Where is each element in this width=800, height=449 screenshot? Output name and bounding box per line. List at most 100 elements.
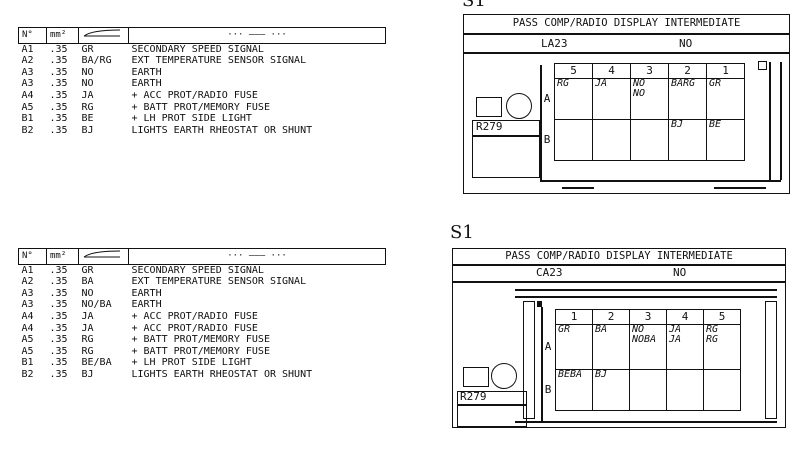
wire-number: A3 — [21, 287, 34, 299]
wire-function: LIGHTS EARTH RHEOSTAT OR SHUNT — [131, 368, 313, 380]
wire-section: .35 — [49, 345, 68, 357]
pin-cell: BA — [592, 324, 630, 370]
frame-line — [780, 62, 782, 180]
col-header-connection: ··· ——— ··· — [128, 27, 386, 44]
wire-function: EXT TEMPERATURE SENSOR SIGNAL — [131, 55, 307, 67]
wire-number: A1 — [21, 43, 34, 55]
pin-cell: BJ — [592, 369, 630, 411]
pin-cell — [630, 119, 669, 161]
wire-color: RG — [81, 101, 94, 113]
wire-section: .35 — [49, 334, 68, 346]
connector-2-diagram: PASS COMP/RADIO DISPLAY INTERMEDIATE CA2… — [452, 248, 786, 428]
wire-section: .35 — [49, 368, 68, 380]
wire-color: BE — [81, 113, 94, 125]
corner-marker — [537, 301, 542, 307]
col-header-section: mm² — [46, 248, 79, 265]
pin-cell: BEBA — [555, 369, 593, 411]
wire-section: .35 — [49, 113, 68, 125]
connector-2-ref: R279 — [460, 390, 487, 403]
wire-function: + LH PROT SIDE LIGHT — [131, 357, 252, 369]
wire-section: .35 — [49, 66, 68, 78]
connector-1-label: S1 — [462, 0, 486, 11]
grid-corner — [540, 63, 555, 79]
connector-1-title: PASS COMP/RADIO DISPLAY INTERMEDIATE — [512, 17, 741, 29]
wire-section: .35 — [49, 310, 68, 322]
component-block — [457, 391, 527, 427]
wire-function: SECONDARY SPEED SIGNAL — [131, 43, 264, 55]
wire-color: GR — [81, 264, 94, 276]
latch-right — [714, 187, 766, 189]
table-row: B1 .35 BE + LH PROT SIDE LIGHT — [19, 113, 386, 125]
wire-function: SECONDARY SPEED SIGNAL — [131, 264, 264, 276]
pin-column-0: 5 — [554, 63, 593, 79]
wire-number: B1 — [21, 113, 34, 125]
wire-function: + ACC PROT/RADIO FUSE — [131, 322, 258, 334]
wire-icon — [83, 29, 121, 37]
wire-color: JA — [81, 322, 94, 334]
wire-function: + BATT PROT/MEMORY FUSE — [131, 345, 270, 357]
wire-function: + LH PROT SIDE LIGHT — [131, 113, 252, 125]
wire-section: .35 — [49, 55, 68, 67]
pin-column-4: 1 — [706, 63, 745, 79]
wire-color: BJ — [81, 368, 94, 380]
corner-marker — [758, 61, 767, 70]
wire-number: B1 — [21, 357, 34, 369]
wire-color: NO/BA — [81, 299, 112, 311]
wire-color: GR — [81, 43, 94, 55]
component-box — [463, 367, 489, 387]
frame-line — [769, 62, 771, 180]
connector-2-code2: NO — [673, 266, 687, 279]
wire-number: A2 — [21, 55, 34, 67]
pin-cell: NO NO — [630, 78, 669, 120]
wire-section: .35 — [49, 322, 68, 334]
col-header-connection: ··· ——— ··· — [128, 248, 386, 265]
wire-number: A5 — [21, 345, 34, 357]
pin-cell: JA — [592, 78, 631, 120]
row-label: A — [541, 324, 556, 370]
pin-cell: NO NOBA — [629, 324, 667, 370]
wire-section: .35 — [49, 276, 68, 288]
pin-cell — [629, 369, 667, 411]
wire-function: EXT TEMPERATURE SENSOR SIGNAL — [131, 276, 307, 288]
wire-function: + ACC PROT/RADIO FUSE — [131, 89, 258, 101]
wire-color: RG — [81, 345, 94, 357]
wire-section: .35 — [49, 101, 68, 113]
wire-color: NO — [81, 287, 94, 299]
wire-color: BE/BA — [81, 357, 112, 369]
divider — [453, 281, 785, 283]
side-rail-left — [523, 301, 535, 419]
wire-number: A3 — [21, 78, 34, 90]
col-header-wire — [78, 248, 129, 265]
wire-number: A4 — [21, 89, 34, 101]
pin-cell — [554, 119, 593, 161]
wire-number: A2 — [21, 276, 34, 288]
wire-function: LIGHTS EARTH RHEOSTAT OR SHUNT — [131, 124, 313, 136]
wire-section: .35 — [49, 299, 68, 311]
wire-function: EARTH — [131, 287, 162, 299]
wire-function: EARTH — [131, 66, 162, 78]
wire-number: A3 — [21, 299, 34, 311]
wire-number: A4 — [21, 310, 34, 322]
wire-color: JA — [81, 310, 94, 322]
row-label: A — [540, 78, 555, 120]
divider — [464, 33, 789, 35]
wire-function: + BATT PROT/MEMORY FUSE — [131, 101, 270, 113]
pin-column-2: 3 — [629, 309, 667, 325]
divider — [453, 264, 785, 266]
frame-line — [515, 421, 777, 423]
pin-column-0: 1 — [555, 309, 593, 325]
